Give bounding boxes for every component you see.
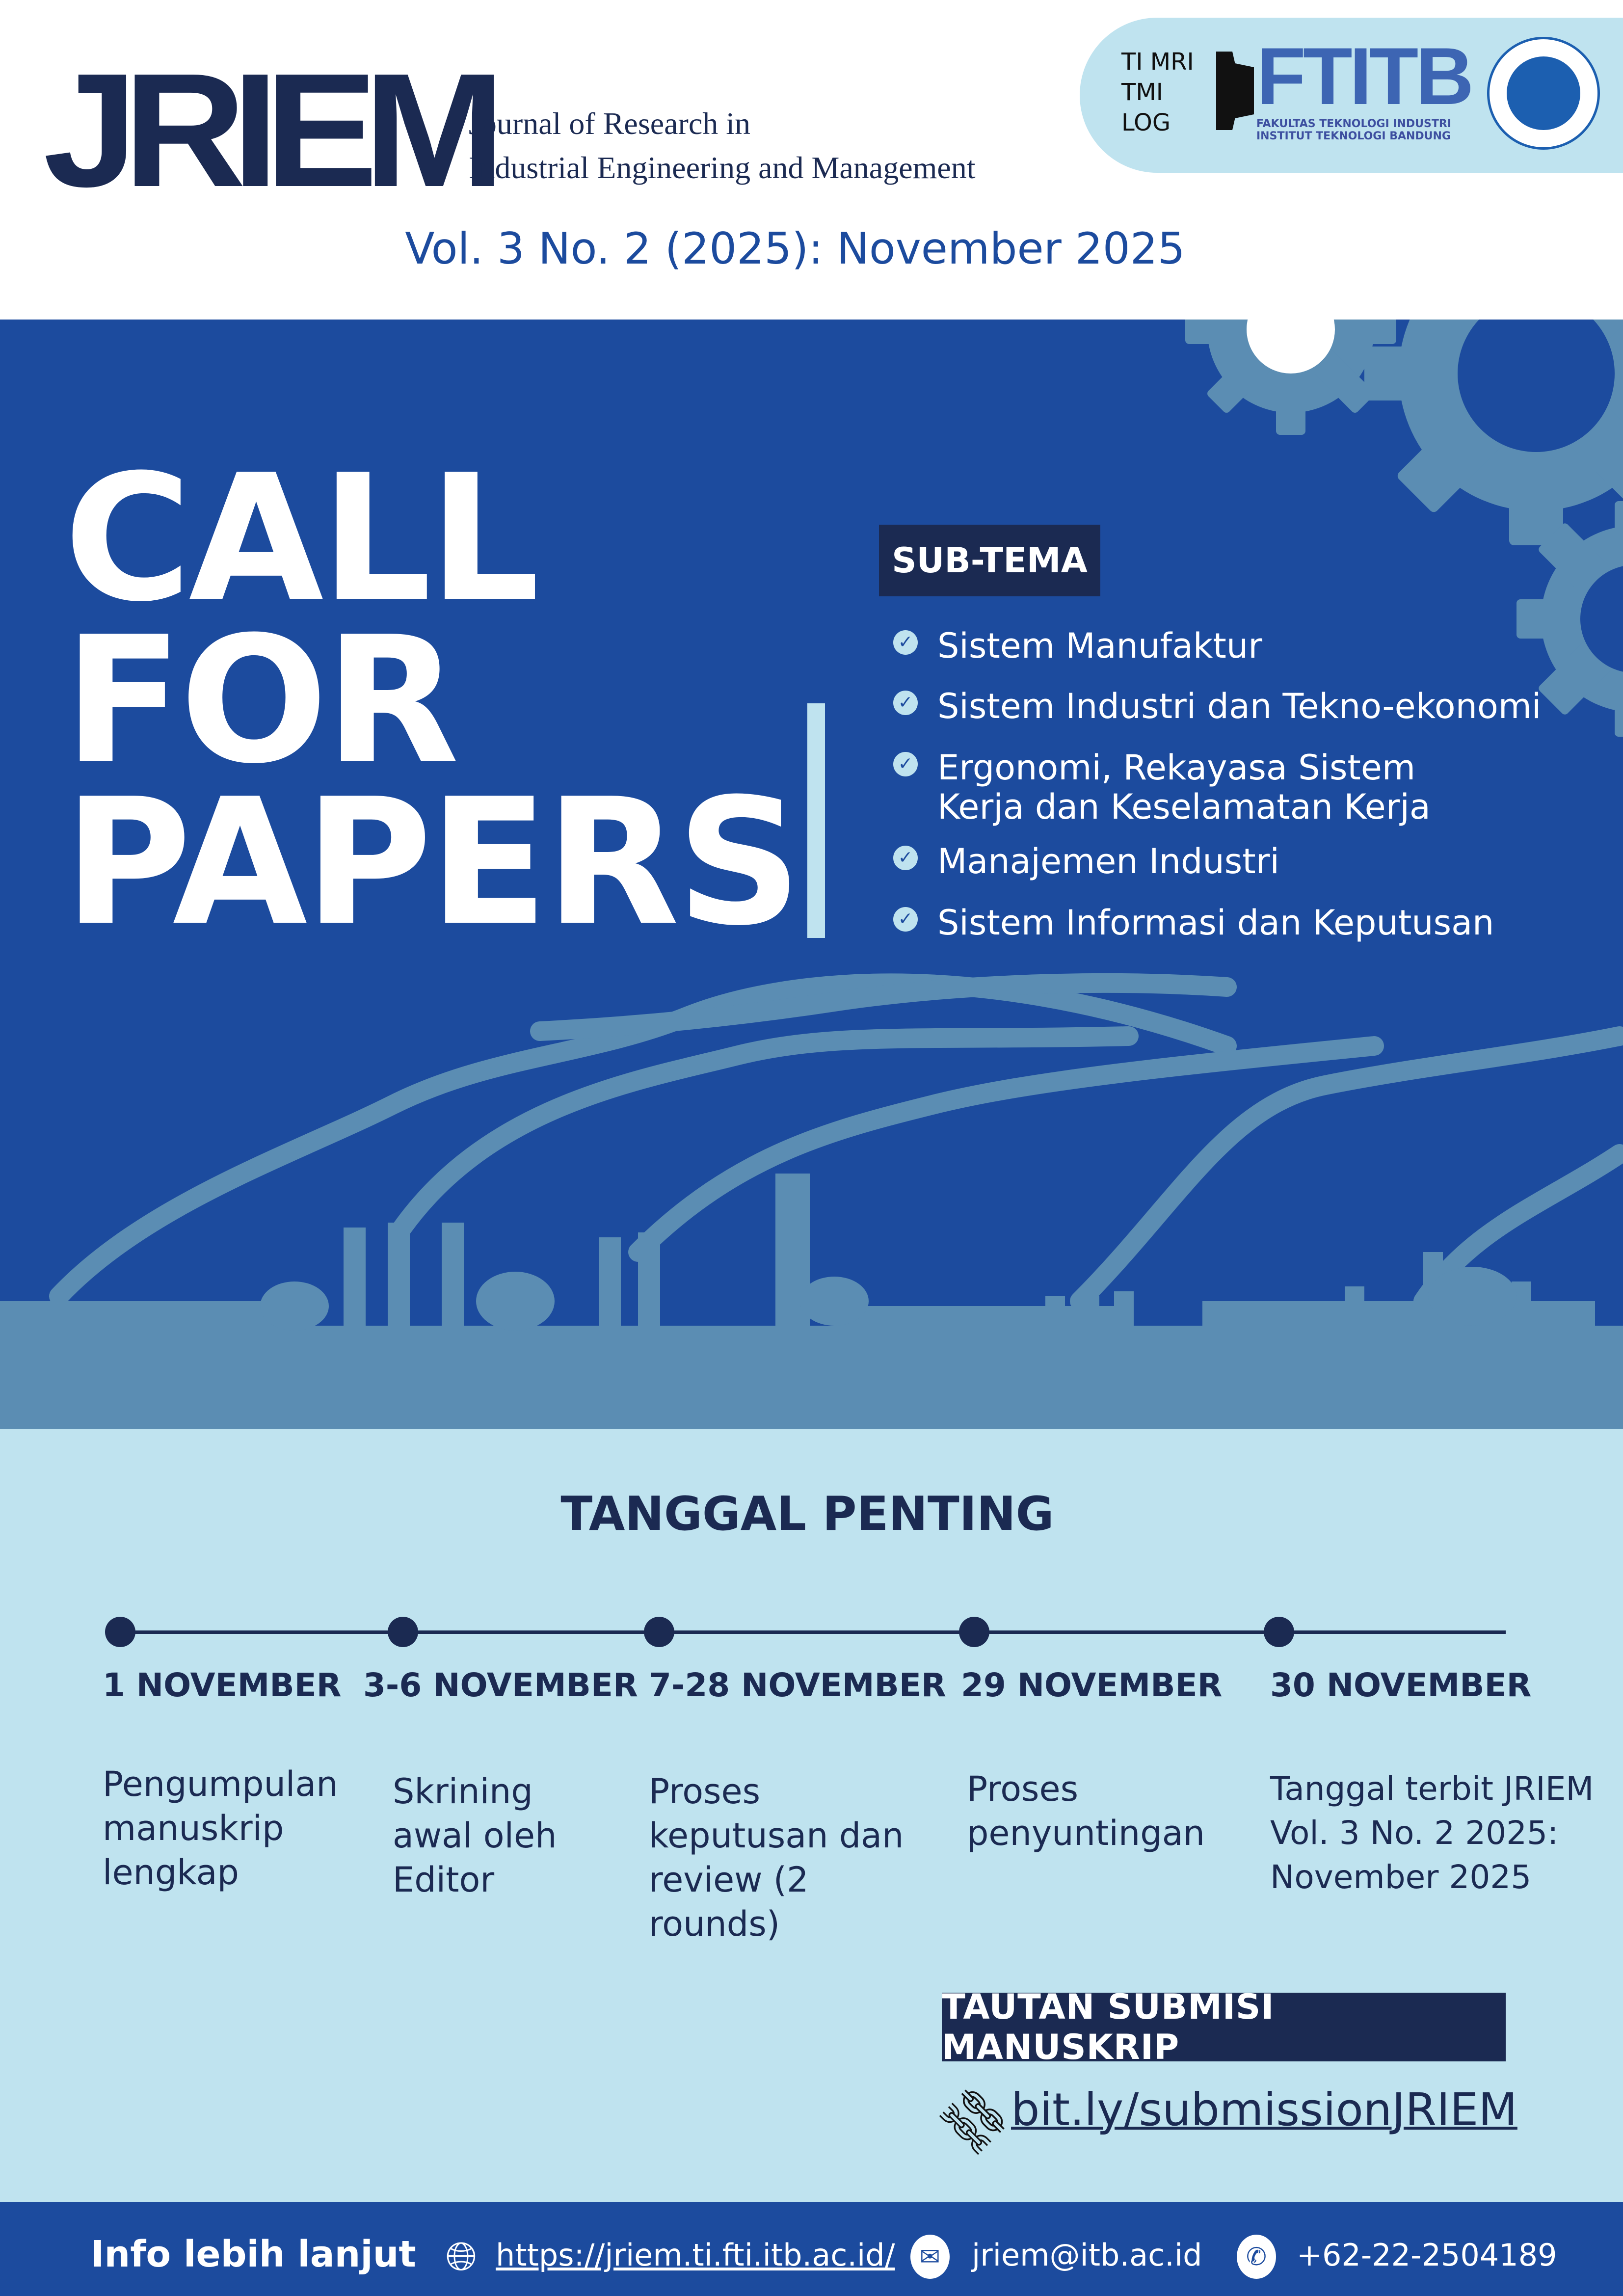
important-dates-title: TANGGAL PENTING [560,1487,1054,1541]
timeline-desc: Proses keputusan dan review (2 rounds) [649,1771,904,1944]
call-for-papers-line3: PAPERS [64,761,802,964]
phone-number: +62-22-2504189 [1297,2237,1557,2273]
tmri-logo-text: TI MRI TMI LOG [1121,48,1194,136]
gear-icon [1364,320,1623,545]
website-link[interactable]: https://jriem.ti.fti.itb.ac.id/ [496,2237,895,2273]
check-circle-icon: ✓ [893,691,918,715]
subtema-item: ✓ Sistem Manufaktur [893,626,1262,666]
call-for-papers-line2: FOR [64,599,459,802]
globe-icon: 🌐︎ [446,2234,477,2279]
call-for-papers-line1: CALL [64,437,540,640]
factory-silhouette [0,1174,1623,1429]
journal-name-line2: Industrial Engineering and Management [469,150,976,185]
tmri-gear-shape [1216,52,1254,130]
timeline-date: 1 NOVEMBER [103,1666,342,1704]
timeline-dot [644,1617,674,1647]
subtema-item: ✓ Ergonomi, Rekayasa Sistem Kerja dan Kes… [893,748,1531,827]
footer-label: Info lebih lanjut [91,2233,416,2275]
subtema-item-text: Ergonomi, Rekayasa Sistem Kerja dan Kese… [937,748,1431,827]
gear-icon [1185,320,1396,435]
mail-icon: ✉ [910,2235,950,2279]
timeline-desc: Proses penyuntingan [967,1769,1205,1853]
subtema-item-text: Manajemen Industri [937,841,1279,881]
check-circle-icon: ✓ [893,846,918,870]
timeline-desc: Skrining awal oleh Editor [393,1771,557,1900]
check-circle-icon: ✓ [893,752,918,776]
check-circle-icon: ✓ [893,630,918,655]
subtema-item-text: Sistem Manufaktur [937,626,1262,666]
timeline-date: 29 NOVEMBER [961,1666,1223,1704]
email-link[interactable]: jriem@itb.ac.id [972,2237,1202,2273]
volume-title: Vol. 3 No. 2 (2025): November 2025 [405,223,1185,274]
itb-seal-emblem [1507,56,1580,130]
jriem-logo: JRIEM [43,39,505,220]
gear-icon [1517,501,1623,737]
timeline-dot [959,1617,989,1647]
timeline-desc: Pengumpulan manuskrip lengkap [103,1764,338,1893]
timeline-dot [1264,1617,1294,1647]
ftitb-wordmark: FTITB [1256,31,1474,121]
timeline-line [120,1630,1506,1634]
important-dates-section [0,1429,1623,2202]
check-circle-icon: ✓ [893,907,918,932]
ftitb-logo: FTITB FAKULTAS TEKNOLOGI INDUSTRI INSTIT… [1256,31,1474,143]
journal-name-line1: Journal of Research in [469,106,751,141]
timeline-dot [388,1617,418,1647]
submission-link[interactable]: bit.ly/submissionJRIEM [1011,2083,1517,2136]
ftitb-sub1: FAKULTAS TEKNOLOGI INDUSTRI [1256,118,1451,130]
submission-link-label: TAUTAN SUBMISI MANUSKRIP [942,1987,1506,2067]
phone-icon: ✆ [1237,2235,1276,2279]
subtema-item: ✓ Sistem Industri dan Tekno-ekonomi [893,687,1541,726]
timeline-dot [105,1617,135,1647]
itb-seal-logo [1487,37,1600,150]
footer [0,2202,1623,2296]
divider-bar [807,703,825,938]
subtema-item: ✓ Sistem Informasi dan Keputusan [893,903,1494,942]
subtema-item: ✓ Manajemen Industri [893,842,1279,881]
timeline-date: 30 NOVEMBER [1270,1666,1532,1704]
subtema-item-text: Sistem Industri dan Tekno-ekonomi [937,686,1542,726]
timeline-desc: Tanggal terbit JRIEM Vol. 3 No. 2 2025: … [1270,1770,1594,1896]
ftitb-sub2: INSTITUT TEKNOLOGI BANDUNG [1256,130,1451,142]
timeline-date: 3-6 NOVEMBER [363,1666,638,1704]
gears-and-factory-illustration [0,320,1623,1429]
smoke-illustration [49,973,1623,1311]
tmri-logo: TI MRI TMI LOG [1121,42,1254,150]
subtema-item-text: Sistem Informasi dan Keputusan [937,903,1494,943]
timeline-date: 7-28 NOVEMBER [649,1666,946,1704]
subtema-label: SUB-TEMA [879,525,1100,596]
